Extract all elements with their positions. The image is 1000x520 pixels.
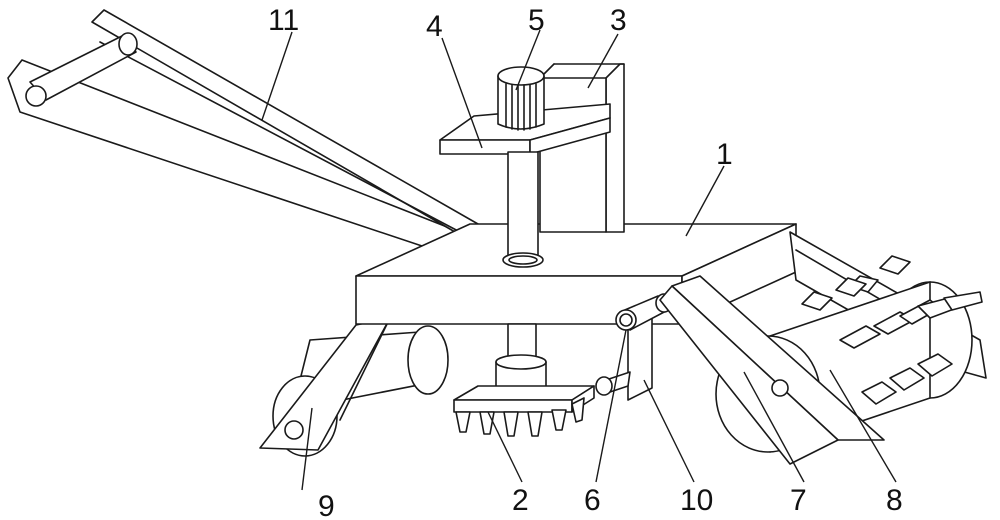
label-5: 5 xyxy=(528,4,545,37)
leader-1 xyxy=(685,165,725,237)
leader-lines xyxy=(261,29,897,491)
leader-8 xyxy=(829,369,897,483)
leader-6 xyxy=(595,329,627,483)
label-1: 1 xyxy=(716,138,733,171)
leader-7 xyxy=(743,371,805,483)
label-4: 4 xyxy=(426,10,443,43)
scraper-plates xyxy=(659,275,885,465)
label-10: 10 xyxy=(680,484,713,517)
motor xyxy=(497,66,545,131)
label-6: 6 xyxy=(584,484,601,517)
scraper-pivot xyxy=(771,379,789,397)
label-7: 7 xyxy=(790,484,807,517)
leader-11 xyxy=(261,31,293,121)
tube-end-cap xyxy=(118,32,138,56)
handle-frame xyxy=(7,9,479,257)
handle-pivot-left xyxy=(25,85,47,107)
rear-axle xyxy=(284,420,304,440)
leader-4 xyxy=(441,37,483,149)
leader-10 xyxy=(643,379,695,483)
motor-body xyxy=(497,75,545,130)
label-8: 8 xyxy=(886,484,903,517)
rear-roller-assembly xyxy=(259,317,449,457)
drill-head xyxy=(453,385,595,437)
shaft-upper xyxy=(507,151,539,261)
label-11: 11 xyxy=(268,4,299,37)
leader-9 xyxy=(301,407,313,491)
vertical-shaft xyxy=(495,151,547,393)
arm-side xyxy=(529,117,611,155)
leader-5 xyxy=(515,29,541,91)
post-side xyxy=(605,63,625,233)
label-9: 9 xyxy=(318,490,335,520)
leader-2 xyxy=(487,411,523,483)
label-3: 3 xyxy=(610,4,627,37)
drill-plate-top xyxy=(453,385,595,401)
post-front xyxy=(539,77,607,233)
label-2: 2 xyxy=(512,484,529,517)
rear-roller-end xyxy=(407,325,449,395)
part-numbers: 11 4 5 3 1 9 2 6 10 7 8 xyxy=(268,4,903,520)
leader-3 xyxy=(587,33,619,89)
drum-blades xyxy=(801,255,983,405)
